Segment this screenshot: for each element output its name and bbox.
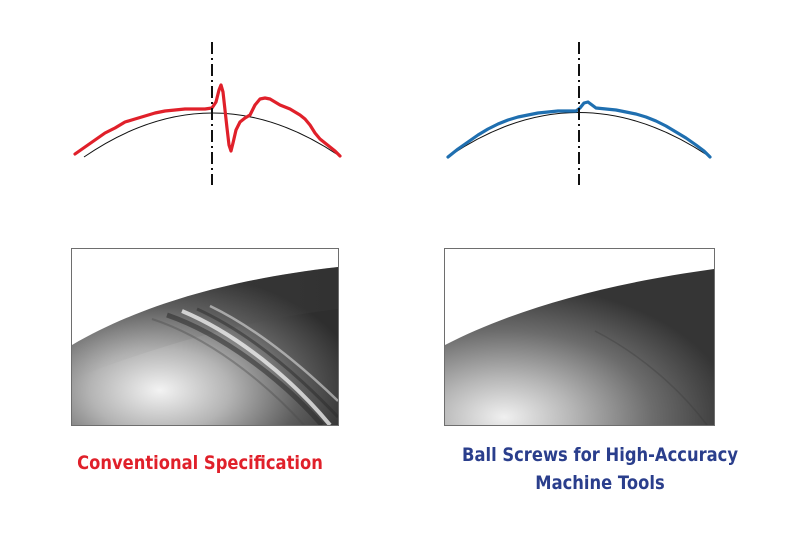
- panel-high-accuracy: Ball Screws for High-Accuracy Machine To…: [400, 0, 800, 536]
- caption-high-accuracy: Ball Screws for High-Accuracy Machine To…: [428, 441, 772, 497]
- profile-plot-high-accuracy: [446, 42, 712, 185]
- caption-line: Ball Screws for High-Accuracy: [461, 444, 739, 466]
- measured-profile-high-accuracy: [446, 100, 712, 159]
- surface-photo-conventional: [71, 248, 339, 426]
- surface-photo-high-accuracy: [444, 248, 715, 426]
- caption-line: Conventional Specification: [77, 452, 323, 474]
- caption-line: Machine Tools: [535, 472, 665, 494]
- panel-conventional: Conventional Specification: [28, 42, 372, 477]
- caption-conventional: Conventional Specification: [28, 449, 372, 477]
- measured-profile-conventional: [73, 83, 342, 158]
- profile-plot-conventional: [73, 42, 342, 185]
